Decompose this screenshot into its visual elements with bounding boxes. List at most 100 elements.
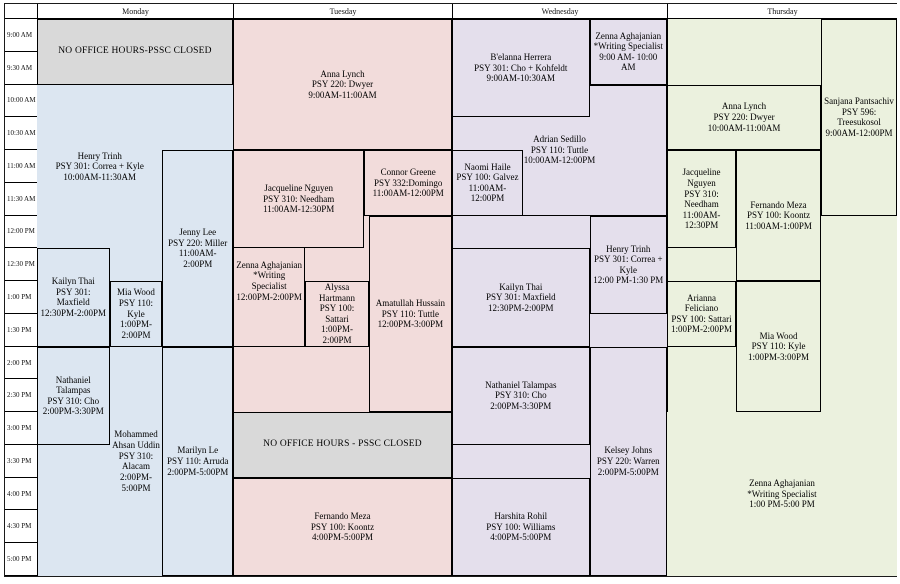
event-person-name: Naomi Haile [464,161,511,172]
day-header-monday: Monday [37,4,233,19]
event-time-range: 2:00PM-5:00PM [597,466,659,477]
event-tuesday-no-office-hours: NO OFFICE HOURS - PSSC CLOSED [233,412,452,478]
event-person-name: Amatullah Hussain [375,297,445,308]
event-person-name: Zenna Aghajanian [236,259,302,270]
event-course: PSY 301: Correa + Kyle [55,161,144,172]
time-label-130pm: 1:30 PM [5,313,37,347]
event-person-name: Anna Lynch [320,68,365,79]
event-time-range: 1:00PM-2:00PM [119,319,152,340]
event-person-name: Connor Greene [380,166,436,177]
event-time-range: 11:00AM-2:00PM [178,248,217,269]
event-time-range: 2:00PM-3:30PM [490,401,552,412]
event-time-range: 12:00PM-3:00PM [377,319,444,330]
day-header-wednesday: Wednesday [452,4,667,19]
time-label-230pm: 2:30 PM [5,379,37,413]
event-monday-no-office-hours: NO OFFICE HOURS-PSSC CLOSED [37,19,233,85]
event-course: PSY 220: Miller [168,237,228,248]
event-time-range: 9:00AM-12:00PM [825,127,893,138]
event-person-name: Mia Wood [117,287,155,298]
event-time-range: 1:00PM-2:00PM [321,324,354,346]
time-label-1230pm: 12:30 PM [5,248,37,282]
event-time-range: 12:00 PM-1:30 PM [593,275,664,286]
time-label-330pm: 3:30 PM [5,444,37,478]
event-time-range: 11:00AM-12:30PM [682,209,721,231]
event-course: PSY 301: Maxfield [56,286,91,308]
event-course: *Writing Specialist [747,488,817,499]
day-header-tuesday: Tuesday [233,4,452,19]
event-person-name: Nathaniel Talampas [55,374,91,396]
event-course: PSY 110: Kyle [751,341,806,352]
event-person-name: Henry Trinh [77,150,122,161]
time-label-200pm: 2:00 PM [5,346,37,380]
event-person-name: Kailyn Thai [499,281,543,292]
event-person-name: Fernando Meza [750,199,807,210]
event-time-range: 11:00AM-12:30PM [263,204,335,215]
event-course: PSY 310: Needham [684,188,719,210]
event-time-range: 10:00AM-11:00AM [707,122,781,133]
event-time-range: 12:30PM-2:00PM [488,302,554,313]
event-time-range: 2:00PM-3:30PM [42,406,104,417]
time-label-400pm: 4:00 PM [5,477,37,511]
event-course: *Writing Specialist [593,41,663,52]
event-person-name: Zenna Aghajanian [749,478,815,489]
time-label-300pm: 3:00 PM [5,412,37,445]
event-person-name: Sanjana Pantsachiv [824,96,894,107]
event-person-name: Mia Wood [759,330,798,341]
event-time-range: 12:30PM-2:00PM [40,308,107,319]
event-person-name: Fernando Meza [314,510,371,521]
time-label-900am: 9:00 AM [5,19,37,52]
time-label-930am: 9:30 AM [5,51,37,85]
event-course: PSY 100: Koontz [746,210,811,221]
event-time-range: 10:00AM-12:00PM [523,155,596,166]
event-time-range: 9:00AM-11:00AM [308,89,377,100]
event-person-name: Harshita Rohil [494,510,548,521]
event-time-range: 1:00PM-2:00PM [670,324,732,335]
event-time-range: 1:00 PM-5:00 PM [749,499,815,510]
event-person-name: Kailyn Thai [51,276,95,287]
event-person-name: Anna Lynch [721,101,767,112]
header-corner-cell [5,4,37,19]
time-label-430pm: 4:30 PM [5,510,37,544]
event-person-name: Zenna Aghajanian [595,30,662,41]
event-time-range: 9:00AM-10:30AM [486,73,556,84]
event-course: PSY 100: Galvez [456,172,519,183]
event-person-name: Henry Trinh [606,243,651,254]
event-course: PSY 310: Needham [263,193,335,204]
event-person-name: Jenny Lee [179,227,217,238]
time-label-1130am: 11:30 AM [5,182,37,216]
time-label-1200pm: 12:00 PM [5,215,37,249]
event-time-range: 4:00PM-5:00PM [490,532,552,543]
event-person-name: Alyssa Hartmann [319,282,356,303]
event-time-range: 10:00AM-11:30AM [63,171,137,182]
event-person-name: Mohammed Ahsan Uddin [112,429,160,451]
event-course: PSY 100: Sattari [671,313,732,324]
event-person-name: Arianna Feliciano [684,292,719,314]
event-course: PSY 310: Cho [47,395,100,406]
event-time-range: 11:00AM-12:00PM [468,182,507,204]
